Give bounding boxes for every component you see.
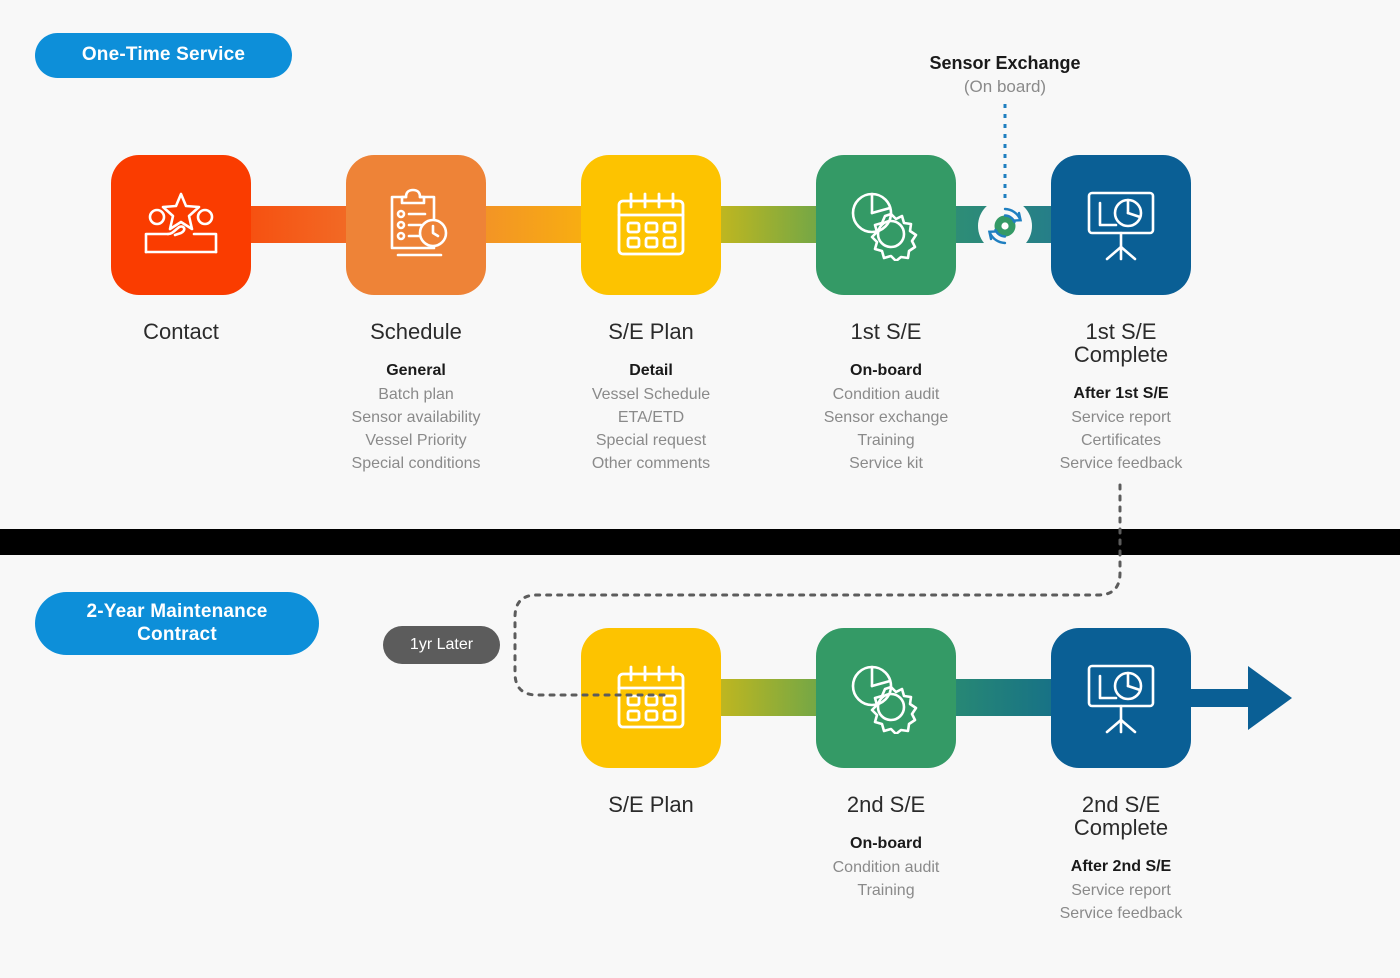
presentation-chart-icon xyxy=(1087,191,1155,261)
detail-item: Sensor availability xyxy=(351,409,481,427)
step-title: S/E Plan xyxy=(608,792,694,817)
step-box-2nd-se[interactable] xyxy=(816,628,956,768)
section-badge-one-time-service: One-Time Service xyxy=(35,33,292,78)
caption-2nd-se: 2nd S/E On-board Condition audit Trainin… xyxy=(756,793,1016,902)
detail-item: Vessel Schedule xyxy=(591,386,711,404)
caption-schedule: Schedule General Batch plan Sensor avail… xyxy=(286,320,546,475)
step-title: S/E Plan xyxy=(608,319,694,344)
detail-item: Certificates xyxy=(1080,432,1162,450)
detail-head: After 2nd S/E xyxy=(1070,858,1172,876)
caption-1st-se-complete: 1st S/E Complete After 1st S/E Service r… xyxy=(991,320,1251,475)
step-detail: Detail Vessel Schedule ETA/ETD Special r… xyxy=(521,359,781,475)
section-divider xyxy=(0,529,1400,555)
sensor-exchange-leader-line xyxy=(1003,104,1007,200)
step-box-2nd-se-complete[interactable] xyxy=(1051,628,1191,768)
caption-contact: Contact xyxy=(51,320,311,345)
step-title: 2nd S/E Complete xyxy=(1073,792,1169,841)
detail-item: Service feedback xyxy=(1059,905,1183,923)
step-detail: On-board Condition audit Sensor exchange… xyxy=(756,359,1016,475)
piechart-gear-icon xyxy=(851,665,918,734)
sensor-exchange-subtitle: (On board) xyxy=(963,77,1047,97)
process-end-arrow xyxy=(1120,666,1292,730)
detail-item: ETA/ETD xyxy=(617,409,685,427)
step-detail: On-board Condition audit Training xyxy=(756,832,1016,902)
detail-item: Training xyxy=(857,882,915,900)
detail-item: Special request xyxy=(595,432,707,450)
detail-item: Condition audit xyxy=(832,859,940,877)
step-detail: After 2nd S/E Service report Service fee… xyxy=(991,855,1251,925)
caption-se-plan: S/E Plan Detail Vessel Schedule ETA/ETD … xyxy=(521,320,781,475)
step-title: 1st S/E xyxy=(850,319,922,344)
detail-item: Batch plan xyxy=(378,386,454,404)
sensor-exchange-title: Sensor Exchange xyxy=(929,53,1081,73)
calendar-icon xyxy=(617,192,685,256)
step-box-se-plan[interactable] xyxy=(581,155,721,295)
step-detail: After 1st S/E Service report Certificate… xyxy=(991,382,1251,475)
clipboard-clock-icon xyxy=(390,188,448,257)
step-title: 1st S/E Complete xyxy=(1073,319,1169,368)
detail-item: Service report xyxy=(1071,409,1171,427)
sensor-exchange-icon[interactable] xyxy=(978,199,1032,253)
people-star-icon xyxy=(144,192,218,254)
piechart-gear-icon xyxy=(851,192,918,261)
detail-item: Service kit xyxy=(849,455,923,473)
detail-item: Condition audit xyxy=(832,386,940,404)
detail-item: Special conditions xyxy=(351,455,481,473)
detail-head: General xyxy=(386,362,446,380)
detail-item: Service report xyxy=(1071,882,1171,900)
step-box-contact[interactable] xyxy=(111,155,251,295)
sensor-exchange-callout: Sensor Exchange (On board) xyxy=(880,52,1130,99)
step-title: 2nd S/E xyxy=(846,792,926,817)
step-title: Schedule xyxy=(370,319,462,344)
calendar-icon xyxy=(617,665,685,729)
step-detail: General Batch plan Sensor availability V… xyxy=(286,359,546,475)
step-box-1st-se-complete[interactable] xyxy=(1051,155,1191,295)
detail-head: On-board xyxy=(850,362,922,380)
detail-item: Vessel Priority xyxy=(365,432,467,450)
caption-2nd-se-complete: 2nd S/E Complete After 2nd S/E Service r… xyxy=(991,793,1251,925)
one-year-later-pill: 1yr Later xyxy=(383,626,500,664)
presentation-chart-icon xyxy=(1087,664,1155,734)
step-box-schedule[interactable] xyxy=(346,155,486,295)
detail-item: Sensor exchange xyxy=(823,409,949,427)
step-box-1st-se[interactable] xyxy=(816,155,956,295)
caption-1st-se: 1st S/E On-board Condition audit Sensor … xyxy=(756,320,1016,475)
section-badge-two-year-maintenance-contract: 2-Year Maintenance Contract xyxy=(35,592,319,655)
detail-item: Service feedback xyxy=(1059,455,1183,473)
step-box-se-plan-2[interactable] xyxy=(581,628,721,768)
detail-item: Training xyxy=(857,432,915,450)
detail-head: On-board xyxy=(850,835,922,853)
detail-head: Detail xyxy=(629,362,673,380)
caption-se-plan-2: S/E Plan xyxy=(521,793,781,818)
detail-head: After 1st S/E xyxy=(1073,385,1169,403)
step-title: Contact xyxy=(143,319,219,344)
detail-item: Other comments xyxy=(591,455,711,473)
